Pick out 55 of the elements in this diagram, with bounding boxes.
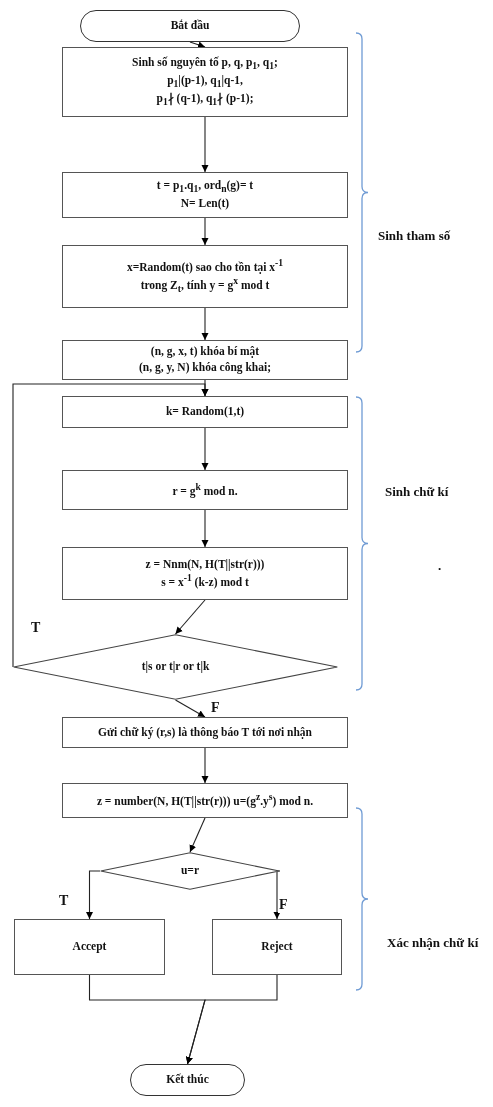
node-text: trong Z$_{t}$, tính y = g$^{x}$ mod t (140, 275, 270, 297)
node-text: t|s or t|r or t|k (141, 659, 210, 675)
process-box (62, 470, 348, 510)
arrow (201, 747, 209, 784)
arrow (174, 599, 206, 635)
node-text: x=Random(t) sao cho tồn tại x$^{-1}$ (126, 256, 284, 276)
arrow (201, 217, 209, 246)
node-text: k= Random(1,t) (165, 404, 245, 420)
node-text: Sinh số nguyên tố p, q, p$_{1}$, q$_{1}$; (132, 54, 278, 73)
node-text: s = x$^{-1}$ (k-z) mod t (161, 572, 249, 591)
process-box (62, 245, 348, 308)
process-box (62, 172, 348, 218)
node-text: (n, g, y, N) khóa công khai; (139, 360, 271, 376)
section-label: Xác nhận chữ kí (387, 935, 479, 951)
terminal-shape (80, 10, 300, 42)
node-text: u=r (180, 863, 200, 879)
node-text: Gửi chữ ký (r,s) là thông báo T tới nơi nhận (98, 724, 312, 741)
node-text: Accept (72, 939, 107, 955)
section-label: Sinh chữ kí (385, 484, 449, 500)
edge-label: F (278, 897, 289, 913)
arrow (189, 41, 206, 49)
process-box (62, 717, 348, 748)
node-text: (n, g, x, t) khóa bí mật (150, 344, 260, 360)
process-box (62, 547, 348, 600)
node-text: p$_{1}$∤ (q-1), q$_{1}$∤ (p-1); (156, 91, 254, 110)
arrow (185, 974, 278, 1065)
decision-diamond (100, 852, 280, 890)
process-box (62, 396, 348, 428)
arrow (201, 307, 209, 341)
arrow (12, 383, 209, 668)
arrow (201, 427, 209, 471)
node-text: r = g$^{k}$ mod n. (172, 480, 238, 500)
process-box (62, 783, 348, 818)
decision-diamond (13, 634, 338, 700)
node-text: t = p$_{1}$.q$_{1}$, ord$_{n}$(g)= t (156, 178, 254, 197)
node-text: z = number(N, H(T||str(r))) u=(g$^{z}$.y$^{s}$) mod n. (96, 791, 314, 810)
arrow (174, 699, 206, 718)
node-text: p$_{1}$|(p-1), q$_{1}$|q-1, (167, 72, 243, 92)
arrow (189, 817, 206, 853)
node-text: Bắt đầu (170, 18, 210, 34)
section-label: . (438, 558, 442, 574)
arrow (273, 870, 281, 920)
process-box (14, 919, 165, 975)
node-text: N= Len(t) (180, 196, 230, 212)
arrow (201, 116, 209, 173)
arrow (201, 509, 209, 548)
terminal-shape (130, 1064, 245, 1096)
node-text: Kết thúc (166, 1072, 209, 1088)
node-text: Reject (261, 939, 293, 955)
process-box (62, 340, 348, 380)
process-box (212, 919, 342, 975)
node-text: z = Nnm(N, H(T||str(r))) (145, 556, 265, 573)
arrow (86, 870, 101, 920)
section-label: Sinh tham số (378, 228, 451, 244)
process-box (62, 47, 348, 117)
